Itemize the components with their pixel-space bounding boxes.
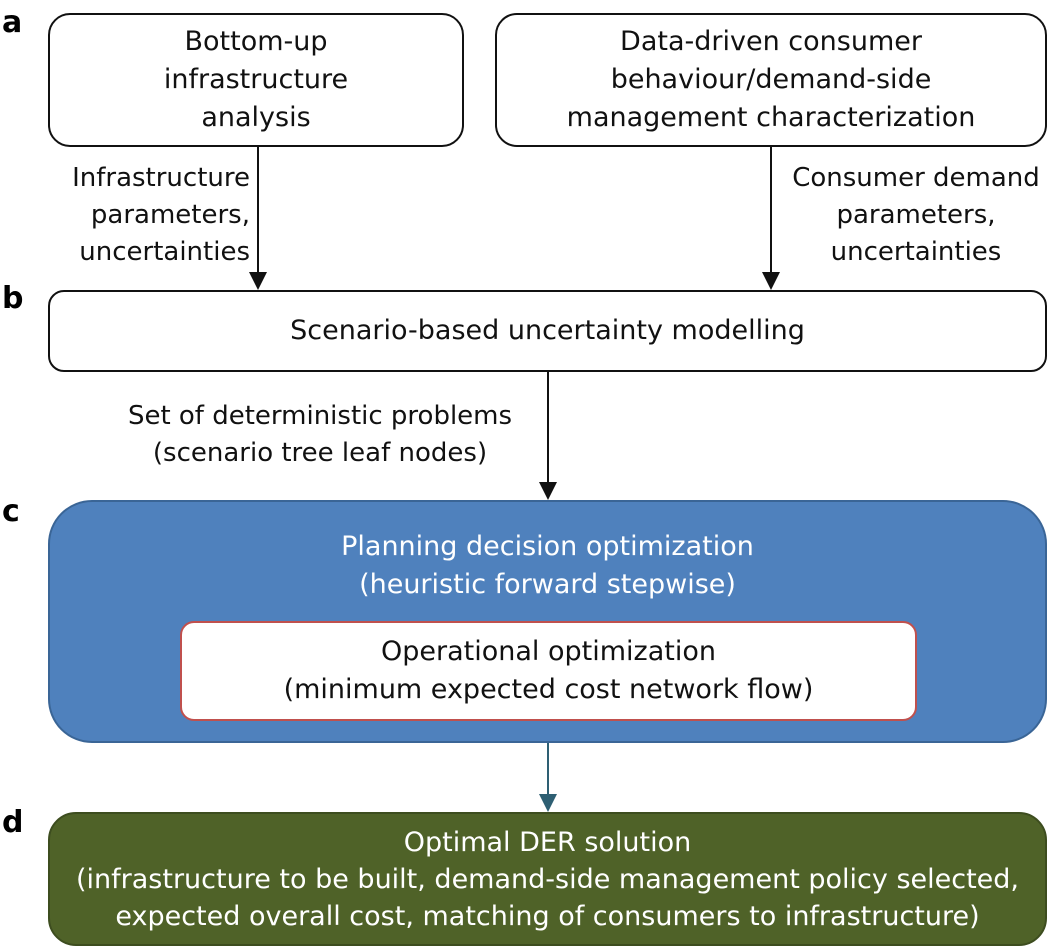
data-driven-characterization-box: Data-driven consumer behaviour/demand-si… [495, 13, 1047, 147]
label-line: (scenario tree leaf nodes) [152, 438, 488, 468]
optimal-der-solution-box: Optimal DER solution (infrastructure to … [48, 812, 1047, 946]
panel-label-b: b [2, 281, 24, 316]
box-line: Scenario-based uncertainty modelling [290, 315, 805, 346]
scenario-uncertainty-modelling-box: Scenario-based uncertainty modelling [48, 290, 1047, 372]
arrow-scenario-to-planning [539, 372, 557, 500]
box-line: Planning decision optimization [341, 531, 754, 562]
consumer-demand-parameters-label: Consumer demand parameters, uncertaintie… [784, 160, 1048, 271]
bottom-up-analysis-box: Bottom-up infrastructure analysis [48, 13, 464, 147]
panel-label-c: c [2, 494, 20, 529]
label-line: parameters, [90, 200, 250, 230]
operational-optimization-box: Operational optimization (minimum expect… [180, 621, 917, 721]
label-line: uncertainties [79, 237, 250, 267]
panel-label-a: a [2, 5, 23, 40]
arrow-planning-to-optimal [539, 743, 557, 812]
box-line: Operational optimization [381, 636, 716, 667]
label-line: parameters, [836, 200, 996, 230]
box-line: Data-driven consumer [620, 26, 922, 57]
box-line: (heuristic forward stepwise) [359, 569, 736, 600]
box-line: behaviour/demand-side [610, 64, 932, 95]
label-line: Infrastructure [72, 163, 250, 193]
infrastructure-parameters-label: Infrastructure parameters, uncertainties [40, 160, 250, 271]
box-line: (infrastructure to be built, demand-side… [76, 863, 1019, 895]
label-line: Set of deterministic problems [127, 401, 513, 431]
box-line: analysis [201, 102, 311, 133]
box-line: (minimum expected cost network flow) [283, 674, 814, 705]
box-line: expected overall cost, matching of consu… [115, 900, 980, 932]
panel-label-d: d [2, 805, 24, 840]
arrow-infrastructure-to-scenario [249, 147, 267, 290]
box-line: Optimal DER solution [403, 826, 692, 858]
label-line: Consumer demand [792, 163, 1040, 193]
box-line: Bottom-up [184, 26, 328, 57]
box-line: management characterization [566, 102, 976, 133]
arrow-consumer-to-scenario [762, 147, 780, 290]
box-line: infrastructure [163, 64, 349, 95]
label-line: uncertainties [830, 237, 1002, 267]
deterministic-problems-label: Set of deterministic problems (scenario … [90, 398, 550, 472]
